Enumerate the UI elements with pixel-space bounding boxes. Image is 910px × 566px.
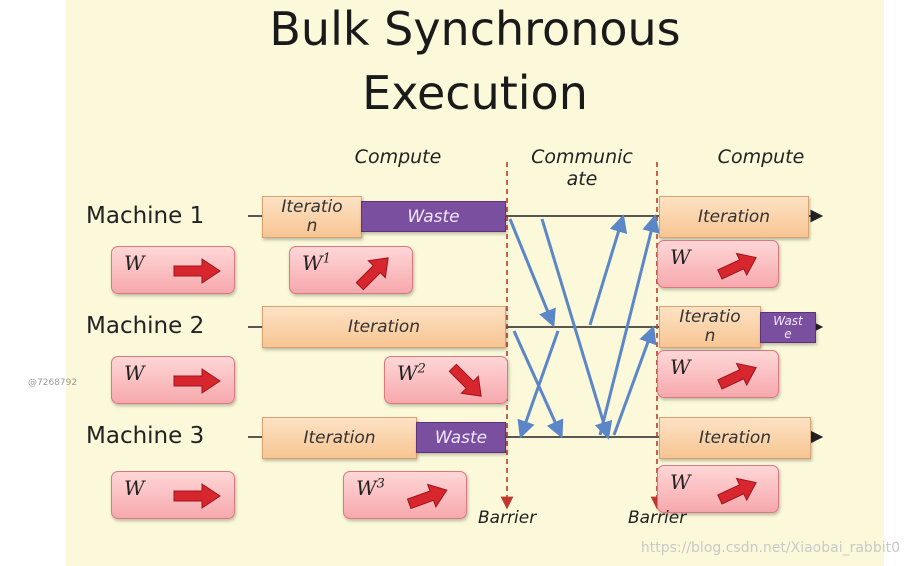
machine-2-w-right: W: [657, 350, 779, 398]
w-label: W1: [302, 251, 331, 275]
red-arrow-icon: [173, 258, 221, 284]
machine-1-w-local: W1: [289, 246, 413, 294]
red-arrow-up-right-icon: [717, 252, 757, 280]
machine-3-label: Machine 3: [86, 423, 205, 449]
watermark-left: @7268792: [28, 378, 78, 388]
w-label: W2: [397, 361, 426, 385]
machine-2-w-local: W2: [384, 356, 508, 404]
machine-3-w-right: W: [657, 465, 779, 513]
machine-2-iteration-left: Iteration: [262, 306, 506, 348]
red-arrow-icon: [173, 368, 221, 394]
barrier-right-label: Barrier: [628, 508, 687, 528]
machine-1-w-static: W: [111, 246, 235, 294]
title-line-1: Bulk Synchronous: [269, 2, 681, 56]
red-arrow-down-right-icon: [448, 363, 482, 397]
red-arrow-up-right-icon: [717, 477, 757, 505]
machine-2-w-static: W: [111, 356, 235, 404]
w-label: W: [670, 245, 691, 269]
w-label: W3: [356, 476, 385, 500]
w-label: W: [670, 470, 691, 494]
machine-2-label: Machine 2: [86, 313, 205, 339]
watermark-url: https://blog.csdn.net/Xiaobai_rabbit0: [640, 540, 900, 556]
machine-2-iteration-right: Iteratio n: [659, 306, 761, 348]
red-arrow-icon: [173, 483, 221, 509]
comm-arrow: [512, 330, 564, 439]
machine-2-waste-right: Wast e: [760, 312, 816, 343]
header-compute-left: Compute: [354, 146, 442, 168]
machine-3-w-local: W3: [343, 471, 467, 519]
header-compute-right: Compute: [717, 146, 805, 168]
machine-3-iteration-right: Iteration: [659, 417, 811, 459]
comm-arrow: [612, 325, 657, 436]
header-communicate: Communic ate: [531, 146, 633, 190]
comm-arrow: [588, 214, 628, 326]
machine-1-label: Machine 1: [86, 203, 205, 229]
comm-arrow: [517, 330, 560, 439]
machine-1-iteration-right: Iteration: [659, 196, 809, 238]
w-label: W: [124, 251, 145, 275]
machine-3-w-static: W: [111, 471, 235, 519]
machine-1-w-right: W: [657, 240, 779, 288]
red-arrow-up-right-icon: [717, 362, 757, 390]
machine-1-iteration-left: Iteratio n: [262, 196, 362, 238]
machine-3-iteration-left: Iteration: [262, 417, 417, 459]
red-arrow-up-right-icon: [406, 483, 448, 510]
barrier-left-label: Barrier: [478, 508, 537, 528]
w-label: W: [124, 361, 145, 385]
red-arrow-up-right-icon: [355, 257, 389, 291]
title-line-2: Execution: [362, 66, 588, 120]
comm-arrow: [508, 218, 556, 328]
comm-arrow: [540, 218, 613, 440]
w-label: W: [670, 355, 691, 379]
w-label: W: [124, 476, 145, 500]
comm-arrow: [598, 214, 660, 436]
machine-3-waste-left: Waste: [416, 422, 506, 453]
machine-1-waste-left: Waste: [361, 201, 506, 232]
